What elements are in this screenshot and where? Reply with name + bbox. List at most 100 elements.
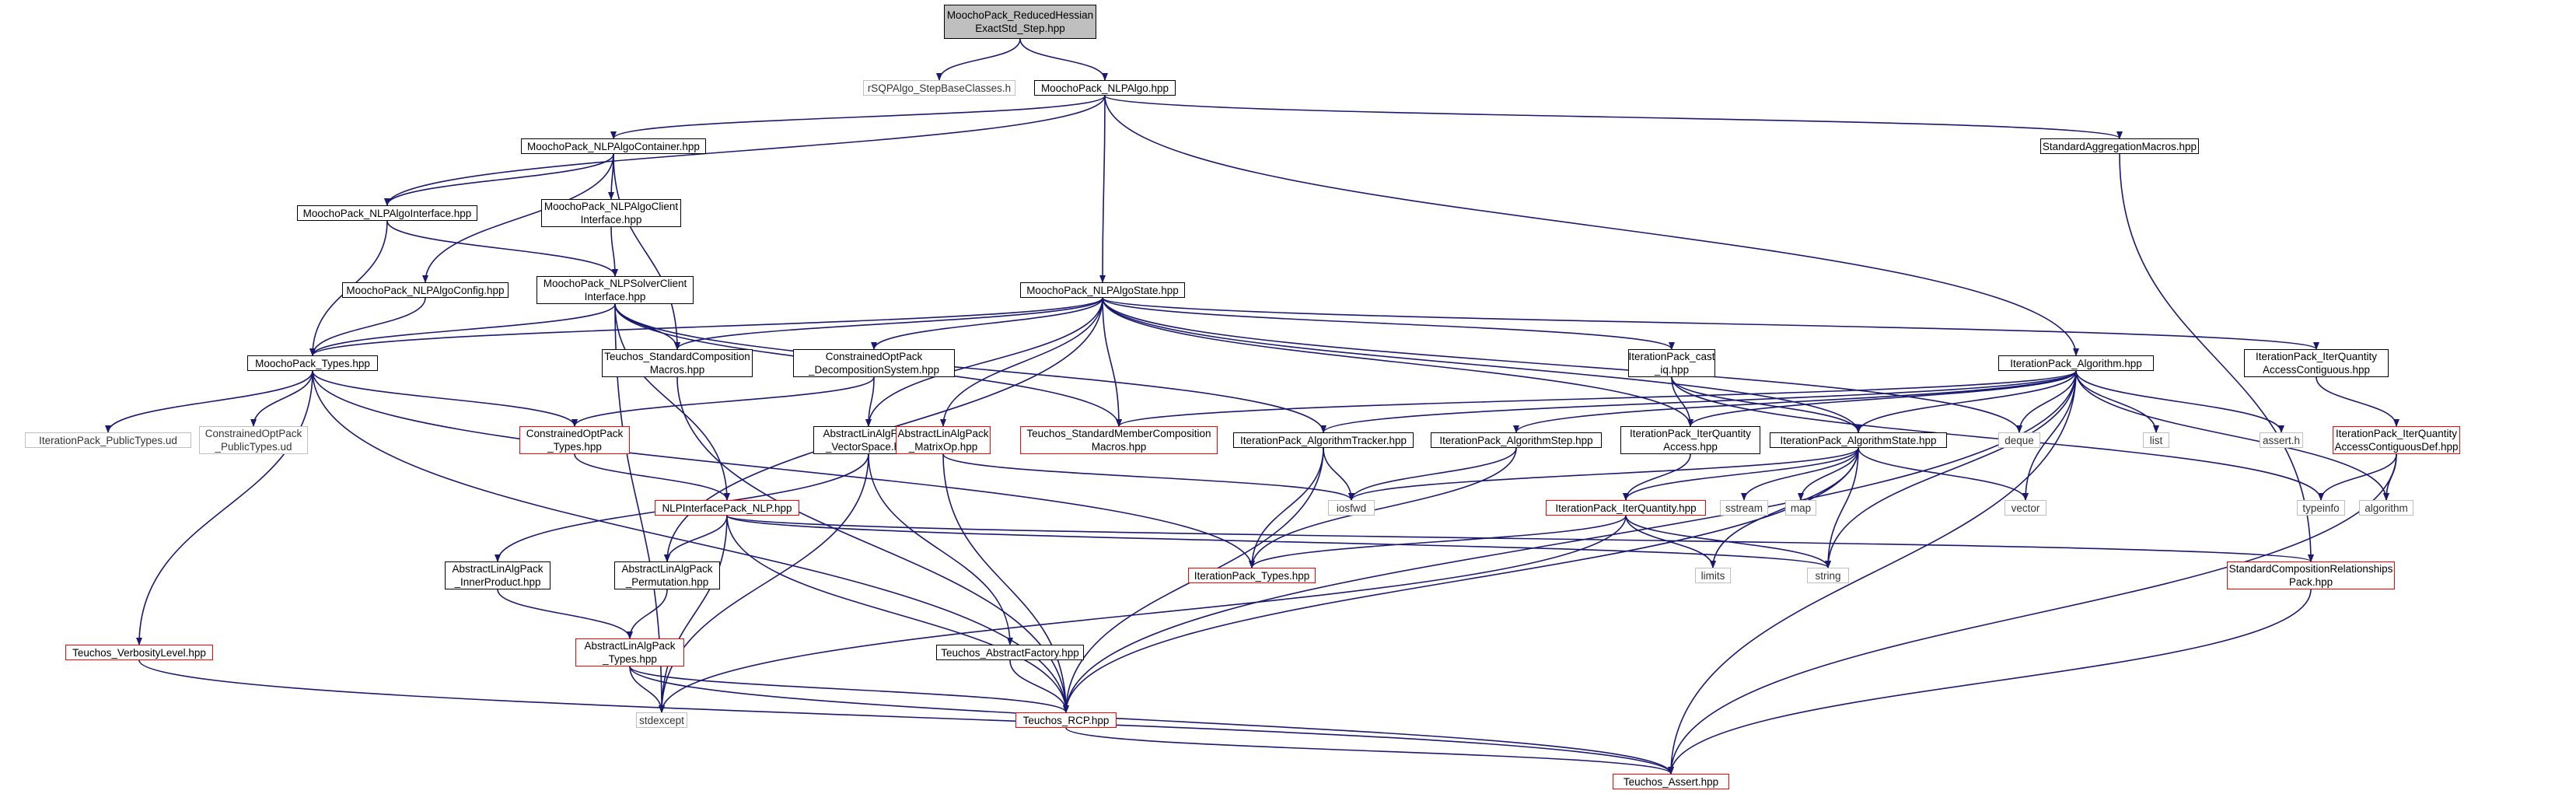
node-list[interactable]: list (2143, 432, 2169, 448)
edge-iterquantity-to-limits (1625, 515, 1716, 568)
node-cast[interactable]: IterationPack_cast _iq.hpp (1628, 349, 1715, 377)
edge-algostate-to-types (309, 297, 1103, 356)
edge-matrixop-to-rcp (942, 453, 1069, 713)
edge-root-to-nlpalgo (1019, 38, 1108, 81)
edge-cast-to-typeinfo (1671, 376, 2324, 501)
edge-algostate-to-iqcontig (1102, 297, 2319, 350)
node-verbosity[interactable]: Teuchos_VerbosityLevel.hpp (65, 645, 213, 660)
node-root[interactable]: MoochoPack_ReducedHessian ExactStd_Step.… (944, 5, 1096, 39)
edge-algorithm-to-tracker (1320, 370, 2077, 433)
node-solverclient[interactable]: MoochoPack_NLPSolverClient Interface.hpp (537, 276, 694, 304)
node-stdcomp[interactable]: Teuchos_StandardComposition Macros.hpp (602, 349, 753, 377)
node-algoconfig[interactable]: MoochoPack_NLPAlgoConfig.hpp (342, 282, 509, 298)
edge-algorithm-to-list (2075, 370, 2159, 433)
edge-alatypes-to-rcp (629, 666, 1069, 713)
edge-solverclient-to-nlp (614, 303, 730, 501)
node-contigdef[interactable]: IterationPack_IterQuantity AccessContigu… (2333, 426, 2460, 454)
edge-tracker-to-iosfwd (1323, 447, 1354, 501)
edge-solverclient-to-stdexcept (614, 303, 665, 713)
node-map[interactable]: map (1785, 500, 1816, 516)
edge-container-to-algoconfig (422, 153, 614, 283)
edge-algorithm-to-stdmember (1116, 370, 2077, 427)
edge-types-to-verbosity (136, 370, 313, 645)
edge-algorithm-to-assert (1668, 370, 2077, 775)
node-stdcomprel[interactable]: StandardCompositionRelationships Pack.hp… (2227, 561, 2395, 589)
node-innerproduct[interactable]: AbstractLinAlgPack _InnerProduct.hpp (445, 561, 551, 589)
edge-algostate-to-cast (1102, 297, 1675, 350)
node-nlpalgo[interactable]: MoochoPack_NLPAlgo.hpp (1034, 80, 1176, 96)
edge-container-to-stdcomp (613, 153, 680, 350)
edge-types-to-ittypes (312, 370, 1255, 568)
node-step[interactable]: IterationPack_AlgorithmStep.hpp (1431, 432, 1602, 448)
edge-algorithm-to-deque (2016, 370, 2077, 433)
edge-alatypes-to-assert (629, 666, 1674, 775)
node-permutation[interactable]: AbstractLinAlgPack _Permutation.hpp (614, 561, 720, 589)
edge-nlp-to-stdexcept (659, 515, 728, 713)
node-sstream[interactable]: sstream (1720, 500, 1768, 516)
edge-alatypes-to-stdexcept (629, 666, 665, 713)
node-alatypes[interactable]: AbstractLinAlgPack _Types.hpp (575, 638, 684, 666)
node-assert[interactable]: Teuchos_Assert.hpp (1613, 774, 1729, 789)
edge-algorithm-to-algorithmh (2075, 370, 2389, 501)
edge-rcp-to-assert (1065, 727, 1674, 775)
edge-algstate-to-map (1798, 447, 1859, 501)
edge-stdcomprel-to-assert (1668, 589, 2312, 775)
node-stdmember[interactable]: Teuchos_StandardMemberComposition Macros… (1020, 426, 1218, 454)
node-string[interactable]: string (1807, 568, 1849, 583)
edge-permutation-to-alatypes (627, 589, 668, 639)
edge-nlpalgo-to-algorithm (1104, 95, 2079, 356)
node-iqcontig[interactable]: IterationPack_IterQuantity AccessContigu… (2244, 349, 2389, 377)
edge-contigdef-to-assert (1668, 453, 2397, 775)
node-iterquantity[interactable]: IterationPack_IterQuantity.hpp (1546, 500, 1706, 516)
edge-stdagg-to-stdcomprel (2119, 153, 2314, 562)
node-rcp[interactable]: Teuchos_RCP.hpp (1015, 712, 1117, 728)
node-types[interactable]: MoochoPack_Types.hpp (247, 355, 378, 371)
edge-algostate-to-matrixop (940, 297, 1103, 427)
edge-copttypes-to-nlp (574, 453, 730, 501)
edge-verbosity-to-assert (138, 659, 1674, 775)
node-iface[interactable]: MoochoPack_NLPAlgoInterface.hpp (297, 205, 477, 221)
node-limits[interactable]: limits (1695, 568, 1731, 583)
node-iosfwd[interactable]: iosfwd (1328, 500, 1375, 516)
node-container[interactable]: MoochoPack_NLPAlgoContainer.hpp (521, 138, 706, 154)
edge-cast-to-algstate (1671, 376, 1861, 433)
edge-nlpalgo-to-iface (384, 95, 1106, 206)
node-iqaccess[interactable]: IterationPack_IterQuantity Access.hpp (1620, 426, 1760, 454)
edge-algostate-to-deque (1102, 297, 2022, 433)
edge-algstate-to-iterquantity (1623, 447, 1859, 501)
edge-iface-to-solverclient (386, 220, 618, 277)
edge-solverclient-to-types (309, 303, 616, 356)
node-iterud[interactable]: IterationPack_PublicTypes.ud (25, 432, 191, 448)
node-algostate[interactable]: MoochoPack_NLPAlgoState.hpp (1020, 282, 1185, 298)
node-asserth[interactable]: assert.h (2260, 432, 2303, 448)
node-nlp[interactable]: NLPInterfacePack_NLP.hpp (655, 500, 799, 516)
node-copttypes[interactable]: ConstrainedOptPack _Types.hpp (519, 426, 630, 454)
node-clientiface[interactable]: MoochoPack_NLPAlgoClient Interface.hpp (541, 199, 681, 227)
node-stdexcept[interactable]: stdexcept (636, 712, 687, 728)
node-tracker[interactable]: IterationPack_AlgorithmTracker.hpp (1233, 432, 1414, 448)
node-absfactory[interactable]: Teuchos_AbstractFactory.hpp (936, 645, 1084, 660)
edge-types-to-coptud (250, 370, 313, 427)
edge-clientiface-to-solverclient (610, 226, 618, 277)
node-decomp[interactable]: ConstrainedOptPack _DecompositionSystem.… (793, 349, 955, 377)
edge-algorithm-to-algstate (1855, 370, 2077, 433)
node-algorithm[interactable]: IterationPack_Algorithm.hpp (1998, 355, 2154, 371)
node-deque[interactable]: deque (1998, 432, 2040, 448)
edge-decomp-to-copttypes (571, 376, 875, 427)
node-typeinfo[interactable]: typeinfo (2297, 500, 2345, 516)
edge-iterquantity-to-ittypes (1249, 515, 1627, 568)
edge-algstate-to-sstream (1741, 447, 1859, 501)
node-coptud[interactable]: ConstrainedOptPack _PublicTypes.ud (199, 426, 308, 454)
node-rsqp[interactable]: rSQPAlgo_StepBaseClasses.h (863, 80, 1015, 96)
node-ittypes[interactable]: IterationPack_Types.hpp (1188, 568, 1316, 583)
edge-algorithm-to-asserth (2075, 370, 2284, 433)
edge-solverclient-to-stdcomp (614, 303, 680, 350)
edge-iqcontig-to-contigdef (2316, 376, 2399, 427)
node-algorithmh[interactable]: algorithm (2359, 500, 2413, 516)
node-stdagg[interactable]: StandardAggregationMacros.hpp (2040, 138, 2199, 154)
node-vector[interactable]: vector (2005, 500, 2046, 516)
node-algstate[interactable]: IterationPack_AlgorithmState.hpp (1770, 432, 1947, 448)
edge-decomp-to-vecspace (865, 376, 875, 427)
edge-algostate-to-algstate (1102, 297, 1861, 433)
node-matrixop[interactable]: AbstractLinAlgPack _MatrixOp.hpp (896, 426, 991, 454)
